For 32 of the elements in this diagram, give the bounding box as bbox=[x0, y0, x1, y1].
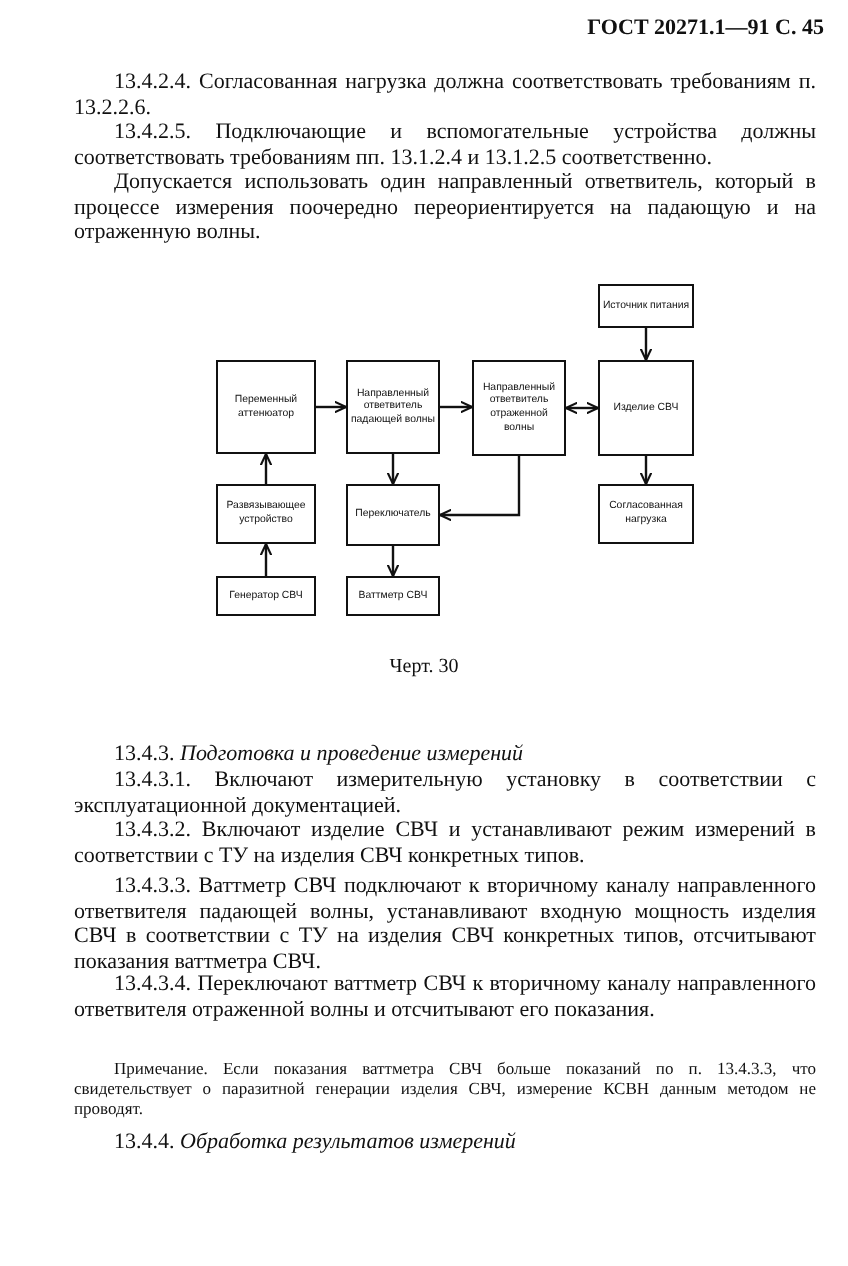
block-box bbox=[472, 360, 566, 456]
paragraph: 13.4.3.1. Включают измерительную установку в соответствии с эксплуатационной документацией. bbox=[74, 768, 816, 818]
arrow bbox=[259, 542, 273, 576]
block-box bbox=[346, 484, 440, 546]
arrow bbox=[440, 400, 474, 414]
paragraph: 13.4.3. Подготовка и проведение измерений bbox=[112, 742, 526, 767]
block-box bbox=[216, 576, 316, 616]
arrow bbox=[639, 328, 653, 362]
paragraph: 13.4.2.5. Подключающие и вспомогательные устройства должны соответствовать требованиям пп. 13.1.2.4 и 13.1.2.5 соответственно. bbox=[74, 120, 816, 170]
arrow bbox=[259, 452, 273, 484]
paragraph: Допускается использовать один направленный ответвитель, который в процессе измерения поочередно переориентируется на падающую и на отраженную волны. bbox=[74, 170, 816, 245]
arrow bbox=[438, 456, 521, 522]
arrow bbox=[639, 456, 653, 486]
page-header: ГОСТ 20271.1—91 С. 45 bbox=[585, 16, 824, 41]
arrow bbox=[564, 401, 600, 415]
arrow bbox=[386, 454, 400, 486]
block-box bbox=[598, 284, 694, 328]
paragraph: 13.4.3.4. Переключают ваттметр СВЧ к вторичному каналу направленного ответвителя отраженной волны и отсчитывают его показания. bbox=[74, 972, 816, 1022]
figure-caption: Черт. 30 bbox=[387, 656, 461, 681]
paragraph: 13.4.4. Обработка результатов измерений bbox=[112, 1130, 518, 1155]
arrow bbox=[386, 546, 400, 578]
block-box bbox=[216, 484, 316, 544]
block-box bbox=[346, 360, 440, 454]
arrow bbox=[316, 400, 348, 414]
block-box bbox=[598, 484, 694, 544]
block-box bbox=[216, 360, 316, 454]
block-box bbox=[346, 576, 440, 616]
paragraph: 13.4.3.3. Ваттметр СВЧ подключают к вторичному каналу направленного ответвителя падающей волны, устанавливают входную мощность изделия СВЧ в соответствии с ТУ на изделия СВЧ конкретных типов, отсчитывают показания ваттметра СВЧ. bbox=[74, 874, 816, 974]
paragraph: 13.4.3.2. Включают изделие СВЧ и устанавливают режим измерений в соответствии с ТУ на изделия СВЧ конкретных типов. bbox=[74, 818, 816, 868]
paragraph: Примечание. Если показания ваттметра СВЧ больше показаний по п. 13.4.3.3, что свидетельствует о паразитной генерации изделия СВЧ, измерение КСВН данным методом не проводят. bbox=[74, 1058, 816, 1118]
block-box bbox=[598, 360, 694, 456]
paragraph: 13.4.2.4. Согласованная нагрузка должна соответствовать требованиям п. 13.2.2.6. bbox=[74, 70, 816, 120]
